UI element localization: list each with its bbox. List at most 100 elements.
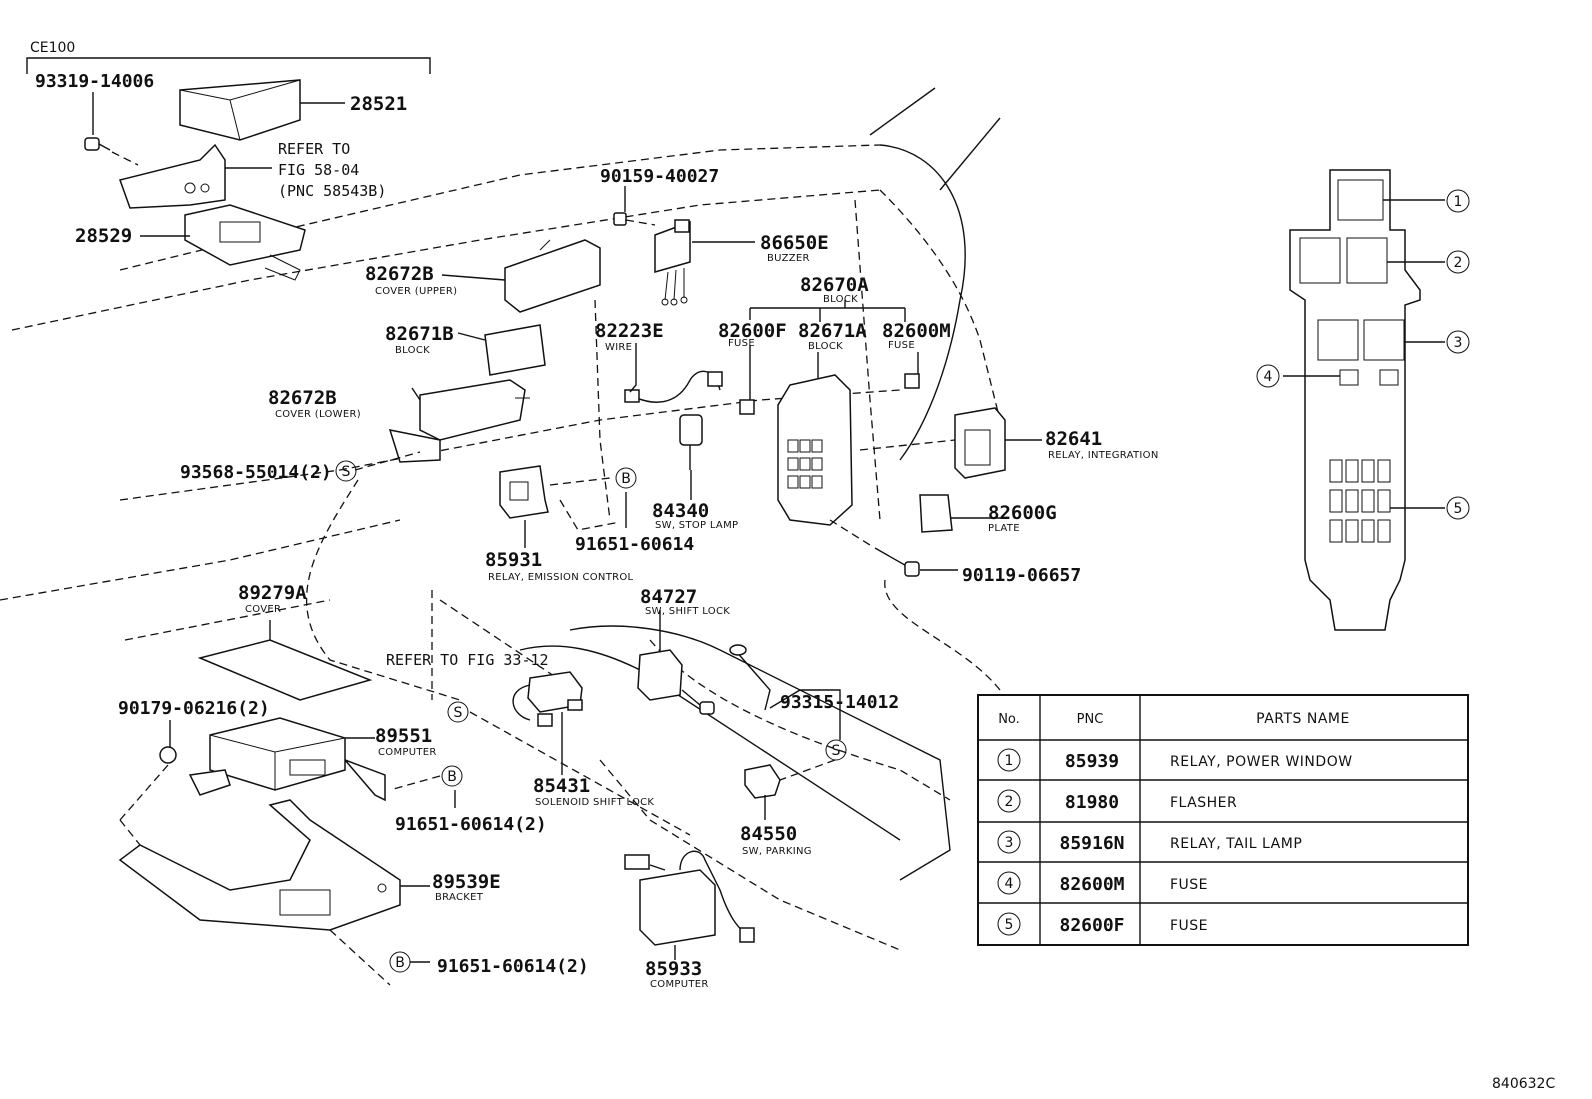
switch-shift-lock-84727 <box>637 649 715 715</box>
table-row: 3 85916N RELAY, TAIL LAMP <box>997 830 1302 854</box>
callout-pnc: 89279A <box>238 582 307 604</box>
callout-pnc: 89551 <box>375 725 432 747</box>
bolt-93319 <box>84 137 139 166</box>
clip-90179 <box>159 746 177 764</box>
callout-pnc: 85933 <box>645 958 702 980</box>
wire-82223e <box>624 370 723 403</box>
callout-pnc: 91651-60614(2) <box>437 956 589 977</box>
svg-text:85939: 85939 <box>1065 751 1119 772</box>
svg-text:5: 5 <box>1005 917 1014 933</box>
svg-text:82600F: 82600F <box>1059 915 1124 936</box>
cover-lower-82672b <box>388 379 530 463</box>
callout-desc: BUZZER <box>767 253 810 264</box>
callout-pnc: 84340 <box>652 500 709 522</box>
table-row: 2 81980 FLASHER <box>997 789 1237 813</box>
symbol-b-3: B <box>389 951 411 973</box>
svg-text:3: 3 <box>1454 335 1463 351</box>
svg-text:RELAY, TAIL LAMP: RELAY, TAIL LAMP <box>1170 836 1302 852</box>
callout-pnc: 28521 <box>350 93 407 115</box>
svg-text:RELAY, POWER WINDOW: RELAY, POWER WINDOW <box>1170 754 1353 770</box>
svg-text:1: 1 <box>1005 753 1014 769</box>
relay-marker-4: 4 <box>1256 364 1280 388</box>
switch-84340 <box>679 414 703 500</box>
relay-integration-82641 <box>859 407 1006 479</box>
table-row: 4 82600M FUSE <box>997 871 1208 895</box>
callout-desc: SW, STOP LAMP <box>655 520 738 531</box>
callout-pnc: 93319-14006 <box>35 71 154 92</box>
relay-emission-85931 <box>499 465 549 519</box>
svg-text:REFER TO: REFER TO <box>278 140 350 158</box>
callout-desc: COVER (UPPER) <box>375 286 457 297</box>
fuse-82600f <box>739 345 755 415</box>
computer-89551 <box>188 717 386 802</box>
callout-pnc: 93568-55014(2) <box>180 462 332 483</box>
symbol-b-1: B <box>615 467 637 489</box>
svg-text:81980: 81980 <box>1065 792 1119 813</box>
svg-text:85916N: 85916N <box>1059 833 1124 854</box>
callout-pnc: 91651-60614 <box>575 534 694 555</box>
callout-pnc: 82671B <box>385 323 454 345</box>
relay-block-panel <box>1283 169 1445 631</box>
callout-pnc: 85431 <box>533 775 590 797</box>
note-refer-fig-33: REFER TO FIG 33-12 <box>386 651 549 669</box>
buzzer-86650e <box>654 219 691 306</box>
plate-82600g <box>919 494 953 533</box>
svg-text:82600M: 82600M <box>1059 874 1124 895</box>
callout-desc: RELAY, INTEGRATION <box>1048 450 1159 461</box>
callout-pnc: 82600G <box>988 502 1057 524</box>
callout-desc: WIRE <box>605 342 632 353</box>
relay-marker-1: 1 <box>1446 189 1470 213</box>
callout-desc: BLOCK <box>808 341 843 352</box>
leader-lines <box>92 92 1042 963</box>
callout-desc: BLOCK <box>395 345 430 356</box>
switch-parking-84550 <box>744 764 781 799</box>
callout-pnc: 82671A <box>798 320 867 342</box>
callout-desc: SOLENOID SHIFT LOCK <box>535 797 654 808</box>
callout-labels: 93319-14006 28521 28529 90159-40027 8665… <box>35 71 1159 990</box>
callout-pnc: 82223E <box>595 320 664 342</box>
svg-text:2: 2 <box>1454 255 1463 271</box>
relay-marker-3: 3 <box>1446 330 1470 354</box>
svg-text:5: 5 <box>1454 501 1463 517</box>
svg-text:3: 3 <box>1005 835 1014 851</box>
table-row: 5 82600F FUSE <box>997 912 1208 936</box>
dashed-connections <box>119 451 1001 836</box>
junction-block-82671a <box>777 374 853 526</box>
callout-pnc: 82672B <box>365 263 434 285</box>
callout-pnc: 91651-60614(2) <box>395 814 547 835</box>
corner-label-top-left: CE100 <box>30 40 75 56</box>
callout-desc: SW, PARKING <box>742 846 812 857</box>
bracket-refer-58 <box>119 143 226 209</box>
callout-pnc: 28529 <box>75 225 132 247</box>
computer-85933 <box>624 850 755 946</box>
callout-pnc: 90119-06657 <box>962 565 1081 586</box>
callout-desc: BRACKET <box>435 892 484 903</box>
cover-89279a <box>197 639 373 701</box>
callout-pnc: 82641 <box>1045 428 1102 450</box>
svg-text:FUSE: FUSE <box>1170 877 1208 893</box>
callout-pnc: 90159-40027 <box>600 166 719 187</box>
bolt-90119 <box>829 519 920 577</box>
symbol-s-2: S <box>447 701 469 723</box>
table-row: 1 85939 RELAY, POWER WINDOW <box>997 748 1353 772</box>
callout-desc: COVER (LOWER) <box>275 409 361 420</box>
ecu-module-28521 <box>179 79 301 141</box>
svg-text:B: B <box>621 471 631 487</box>
callout-pnc: 82672B <box>268 387 337 409</box>
fuse-82600m <box>904 373 920 389</box>
callout-desc: BLOCK <box>823 294 858 305</box>
svg-text:FLASHER: FLASHER <box>1170 795 1237 811</box>
parts-table: No. PNC PARTS NAME 1 85939 RELAY, POWER … <box>977 694 1469 946</box>
svg-text:4: 4 <box>1264 369 1273 385</box>
callout-desc: COMPUTER <box>378 747 437 758</box>
callout-desc: SW, SHIFT LOCK <box>645 606 730 617</box>
callout-pnc: 89539E <box>432 871 501 893</box>
note-refer-fig-58: REFER TO FIG 58-04 (PNC 58543B) <box>225 140 386 200</box>
callout-pnc: 90179-06216(2) <box>118 698 270 719</box>
svg-text:FIG 58-04: FIG 58-04 <box>278 161 359 179</box>
svg-text:FUSE: FUSE <box>1170 918 1208 934</box>
callout-desc: FUSE <box>728 338 755 349</box>
svg-text:1: 1 <box>1454 194 1463 210</box>
table-header-no: No. <box>998 712 1020 727</box>
relay-marker-2: 2 <box>1446 250 1470 274</box>
